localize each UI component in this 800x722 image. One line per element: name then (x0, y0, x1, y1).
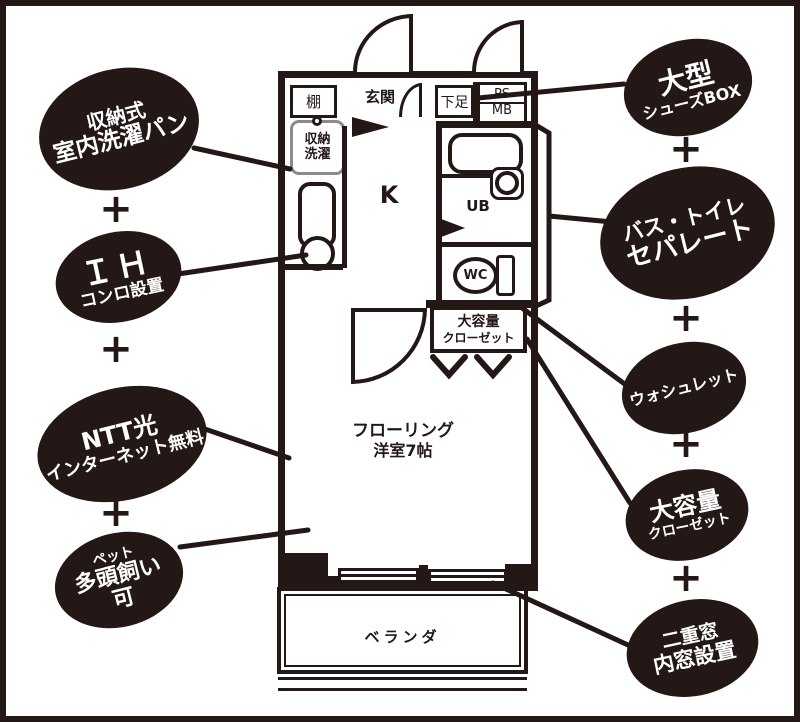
entrance-door-arc (353, 14, 413, 72)
callout-shoes-box: 大型 シューズBOX (613, 25, 763, 150)
callout-pets-allowed: ペット 多頭飼い 可 (44, 518, 194, 642)
laundry-faucet-dot (312, 116, 322, 126)
wall-corner-right (505, 564, 532, 589)
callout-washlet-line1: ウォシュレット (627, 365, 741, 411)
line-internet (199, 425, 292, 461)
window-left-sash (341, 574, 416, 577)
wall-under-psmb (436, 121, 531, 129)
plus-sign: + (99, 186, 133, 232)
balcony-edge (278, 677, 527, 691)
shelf-label: 棚 (305, 93, 321, 111)
storage-label: 収納 (304, 132, 331, 148)
balcony: ベランダ (277, 587, 528, 674)
callout-double-window: 二重窓 内窓設置 (617, 587, 768, 709)
wall-pier (278, 553, 328, 580)
window-mullion (419, 565, 428, 584)
ub-divider (442, 174, 492, 178)
line-closet (524, 336, 633, 506)
window-right (428, 569, 507, 584)
balcony-label: ベランダ (364, 628, 441, 646)
laundry-label: 洗濯 (304, 146, 331, 162)
callout-big-closet: 大容量 クローゼット (616, 458, 758, 572)
ub-label: UB (466, 197, 490, 215)
laundry-storage-box: 収納 洗濯 (290, 120, 345, 175)
toilet-tank (496, 255, 515, 296)
window-left (338, 568, 419, 583)
washbasin (495, 171, 519, 195)
closet-label-1: 大容量 (457, 313, 500, 330)
window-right-sash (431, 575, 504, 578)
wall-k-left (342, 126, 347, 268)
shelf-box: 棚 (290, 85, 337, 118)
closet-box: 大容量 クローゼット (430, 306, 527, 353)
line-bath-toilet (546, 213, 615, 225)
wall-under-counter (285, 264, 343, 270)
closet-label-2: クローゼット (442, 330, 515, 345)
plus-sign: + (669, 555, 703, 601)
kitchen-label: K (379, 181, 399, 209)
line-laundry (191, 145, 293, 172)
room-label: フローリング 洋室7帖 (328, 421, 478, 460)
mb-label: MB (480, 102, 524, 118)
wall-shoe-ps (473, 82, 477, 123)
wall-ub-wc (436, 242, 531, 247)
wall-wc-bottom (426, 300, 531, 308)
ps-mb-box: PS MB (477, 82, 527, 124)
callout-pets-line3: 可 (109, 583, 138, 614)
room-label-1: フローリング (352, 421, 454, 441)
entrance-label: 玄関 (364, 88, 395, 106)
room-label-2: 洋室7帖 (373, 440, 433, 460)
callout-ih-stove: ＩＨ コンロ設置 (47, 219, 190, 335)
plus-sign: + (99, 326, 133, 372)
plus-sign: + (669, 295, 703, 341)
ps-door-arc (472, 20, 524, 72)
wc-label: WC (463, 268, 488, 283)
callout-internet-free: NTT光 インターネット無料 (25, 368, 219, 520)
shoe-box-label: 下足 (440, 94, 469, 111)
shoe-box: 下足 (435, 85, 474, 118)
callout-laundry-pan: 収納式 室内洗濯パン (25, 51, 213, 207)
toilet-bowl: WC (453, 257, 498, 294)
callout-washlet: ウォシュレット (611, 329, 757, 447)
callout-bath-toilet: バス・トイレ セパレート (585, 148, 790, 318)
ps-label: PS (493, 86, 511, 102)
